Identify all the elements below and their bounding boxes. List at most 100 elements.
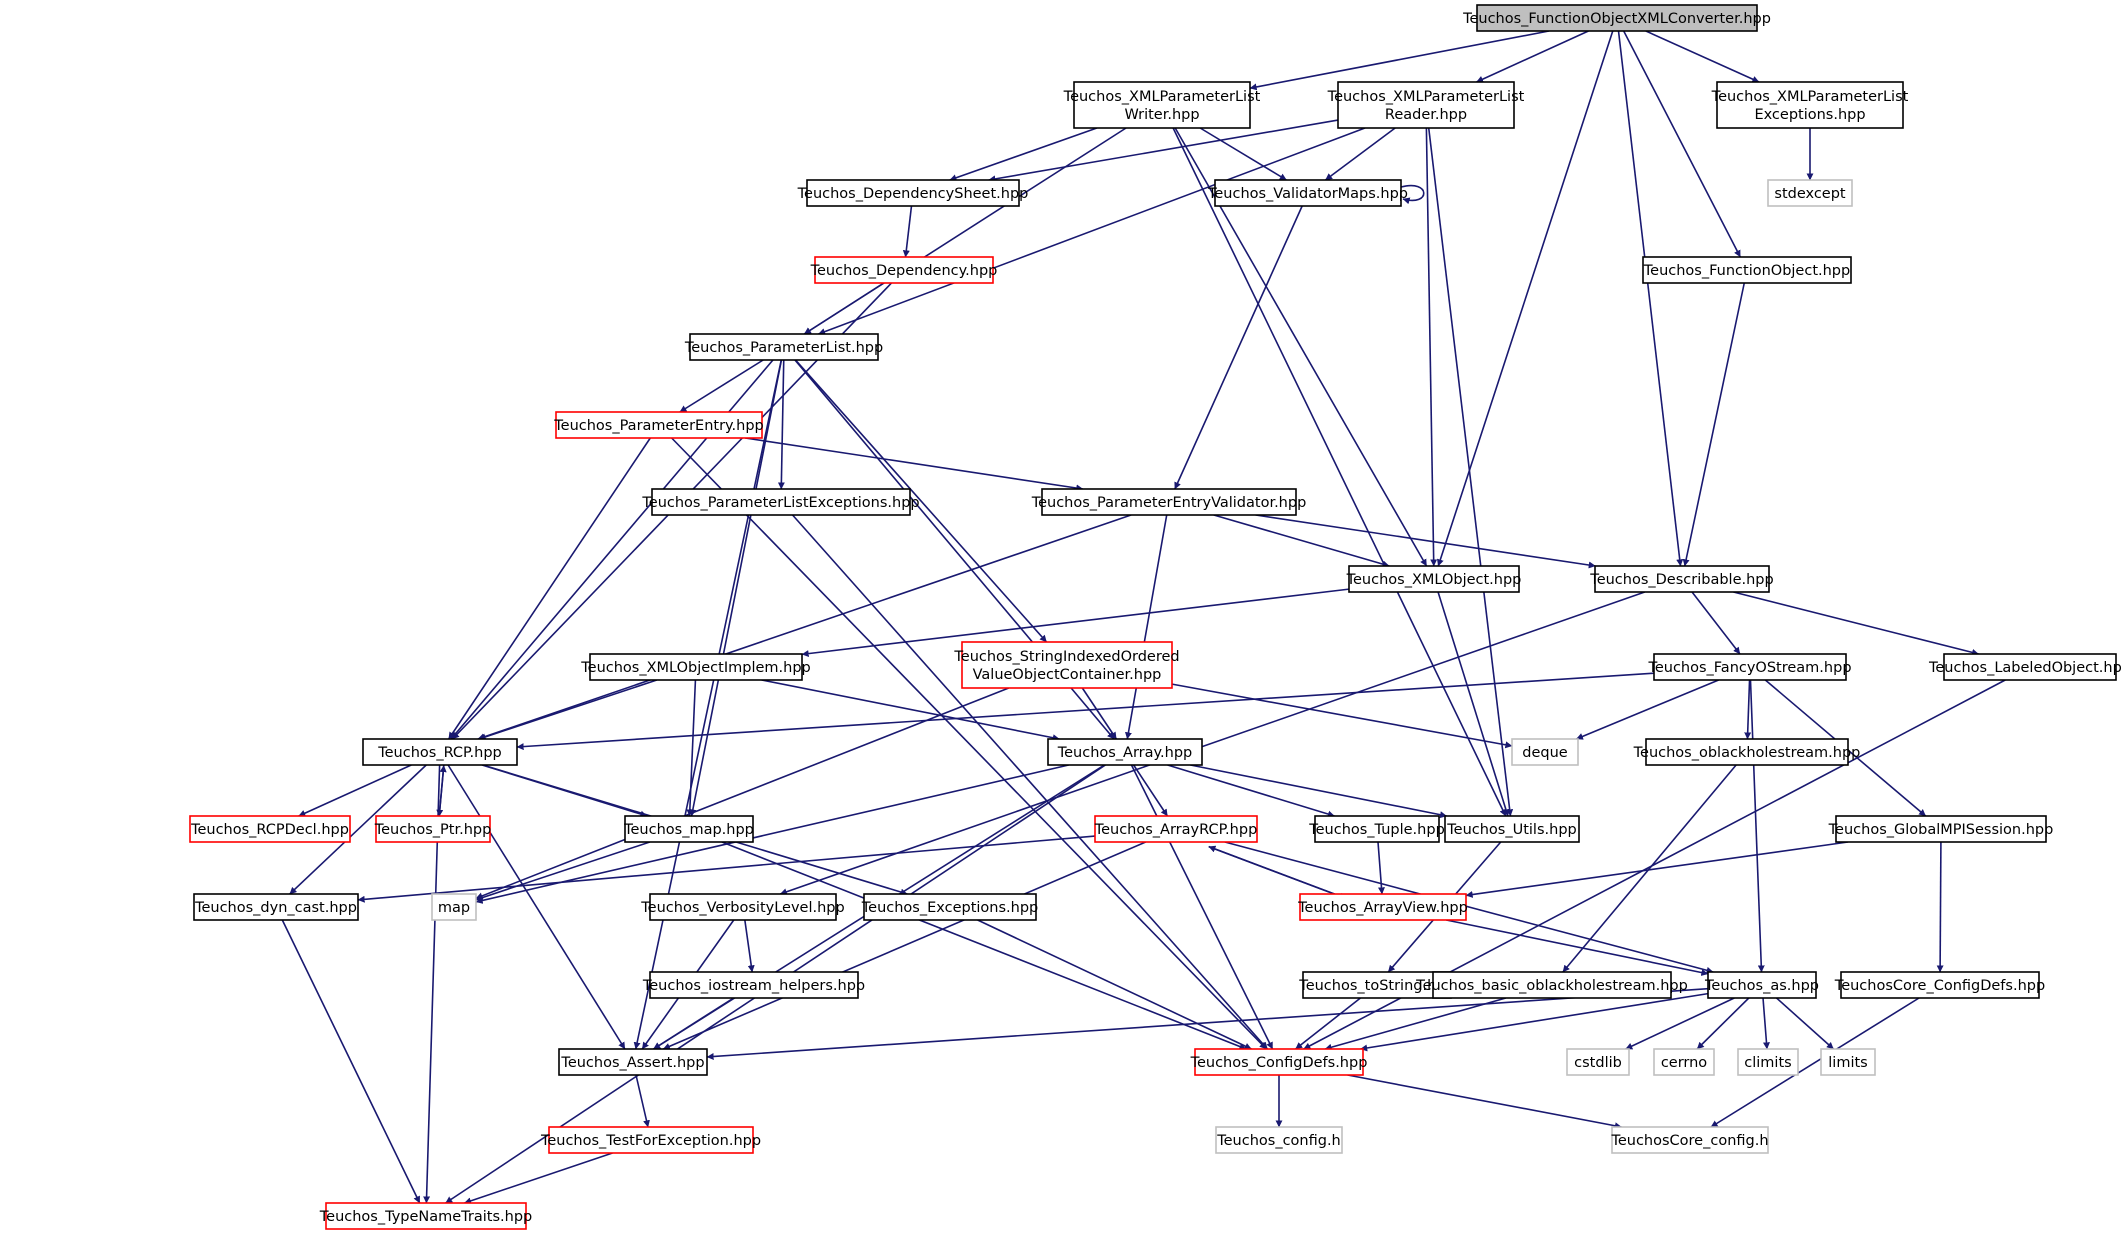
node-label-dyncast: Teuchos_dyn_cast.hpp	[194, 900, 357, 916]
edge-as-to-configdefs	[1360, 992, 1709, 1052]
node-xmlobject[interactable]: Teuchos_XMLObject.hpp	[1346, 565, 1522, 593]
node-box-as	[1707, 971, 1817, 999]
node-funcobj[interactable]: Teuchos_FunctionObject.hpp	[1642, 256, 1852, 284]
edge-as-to-assert	[706, 987, 1709, 1060]
node-pevalidator[interactable]: Teuchos_ParameterEntryValidator.hpp	[1031, 488, 1307, 516]
node-label-iostreamhelpers: Teuchos_iostream_helpers.hpp	[642, 978, 865, 994]
node-coreconfigdefs[interactable]: TeuchosCore_ConfigDefs.hpp	[1834, 971, 2045, 999]
node-basicoblack[interactable]: Teuchos_basic_oblackholestream.hpp	[1415, 971, 1688, 999]
node-fancyostream[interactable]: Teuchos_FancyOStream.hpp	[1647, 653, 1852, 681]
edge-pevalidator-to-rcp	[477, 514, 1132, 741]
edge-funcobj-to-describable	[1682, 282, 1746, 567]
node-label-as: Teuchos_as.hpp	[1704, 978, 1819, 994]
edge-as-to-cstdlib	[1625, 997, 1735, 1050]
edge-paramlist-to-stringindexed	[794, 359, 1048, 643]
edge-map_hpp-to-configdefs	[721, 841, 1247, 1050]
node-label-climits: climits	[1744, 1055, 1791, 1071]
edge-as-to-limits	[1775, 997, 1835, 1050]
edge-testforexc-to-typenametraits	[464, 1152, 613, 1205]
node-rcp[interactable]: Teuchos_RCP.hpp	[362, 738, 518, 766]
edge-arrayrcp-to-assert	[662, 841, 1147, 1050]
node-label-plreader: Teuchos_XMLParameterList	[1327, 89, 1525, 105]
node-array[interactable]: Teuchos_Array.hpp	[1047, 738, 1203, 766]
edge-exceptions-to-configdefs	[977, 919, 1252, 1050]
node-configdefs[interactable]: Teuchos_ConfigDefs.hpp	[1190, 1048, 1368, 1076]
node-describable[interactable]: Teuchos_Describable.hpp	[1589, 565, 1774, 593]
node-label-tuple: Teuchos_Tuple.hpp	[1308, 822, 1445, 838]
node-label-root: Teuchos_FunctionObjectXMLConverter.hpp	[1462, 11, 1771, 27]
edge-root-to-xmlobject	[1436, 30, 1614, 567]
node-root[interactable]: Teuchos_FunctionObjectXMLConverter.hpp	[1462, 4, 1771, 32]
node-arrayrcp[interactable]: Teuchos_ArrayRCP.hpp	[1094, 815, 1258, 843]
node-box-dependency	[814, 256, 994, 284]
edge-tostring-to-configdefs	[1295, 997, 1361, 1050]
node-dependency[interactable]: Teuchos_Dependency.hpp	[810, 256, 998, 284]
node-box-plexceptions	[651, 488, 911, 516]
node-label-deque: deque	[1522, 745, 1568, 761]
node-stringindexed[interactable]: Teuchos_StringIndexedOrderedValueObjectC…	[953, 641, 1180, 689]
edge-plwriter-to-depsheet	[949, 127, 1098, 182]
node-as[interactable]: Teuchos_as.hpp	[1704, 971, 1819, 999]
node-limits: limits	[1820, 1048, 1876, 1076]
node-paramlist[interactable]: Teuchos_ParameterList.hpp	[684, 333, 883, 361]
node-testforexc[interactable]: Teuchos_TestForException.hpp	[540, 1126, 761, 1154]
node-label-plexceptions: Teuchos_ParameterListExceptions.hpp	[641, 495, 919, 511]
node-label-utils: Teuchos_Utils.hpp	[1446, 822, 1576, 838]
node-box-paramlist	[689, 333, 879, 361]
node-label-basicoblack: Teuchos_basic_oblackholestream.hpp	[1415, 978, 1688, 994]
edge-describable-to-labeledobj	[1733, 591, 1979, 656]
node-box-root	[1476, 4, 1758, 32]
node-label-oblackhole: Teuchos_oblackholestream.hpp	[1633, 745, 1861, 761]
edge-root-to-plwriter	[1249, 30, 1550, 91]
node-oblackhole[interactable]: Teuchos_oblackholestream.hpp	[1633, 738, 1861, 766]
node-box-deque	[1511, 738, 1579, 766]
node-assert[interactable]: Teuchos_Assert.hpp	[558, 1048, 708, 1076]
node-map_hpp[interactable]: Teuchos_map.hpp	[623, 815, 754, 843]
edge-rcp-to-rcpdecl	[298, 764, 412, 817]
node-utils[interactable]: Teuchos_Utils.hpp	[1444, 815, 1580, 843]
node-label-xmlobjimpl: Teuchos_XMLObjectImplem.hpp	[580, 660, 810, 676]
node-verbosity[interactable]: Teuchos_VerbosityLevel.hpp	[640, 893, 845, 921]
dependency-edges	[281, 30, 2006, 1205]
node-label-depsheet: Teuchos_DependencySheet.hpp	[797, 186, 1029, 202]
node-box-labeledobj	[1943, 653, 2117, 681]
edge-plreader-to-paramlist	[818, 127, 1366, 335]
node-label-stringindexed: ValueObjectContainer.hpp	[973, 667, 1162, 683]
node-depsheet[interactable]: Teuchos_DependencySheet.hpp	[797, 179, 1029, 207]
node-ptr[interactable]: Teuchos_Ptr.hpp	[374, 815, 492, 843]
node-paramentry[interactable]: Teuchos_ParameterEntry.hpp	[553, 411, 764, 439]
node-plexceptions[interactable]: Teuchos_ParameterListExceptions.hpp	[641, 488, 920, 516]
edge-arrayview-to-arrayrcp	[1208, 845, 1348, 900]
node-valmaps[interactable]: Teuchos_ValidatorMaps.hpp	[1207, 179, 1408, 207]
edge-array-to-utils	[1190, 764, 1448, 819]
node-label-valmaps: Teuchos_ValidatorMaps.hpp	[1207, 186, 1408, 202]
node-box-plreader	[1337, 81, 1515, 129]
edge-arrayrcp-to-as	[1224, 841, 1714, 974]
node-tuple[interactable]: Teuchos_Tuple.hpp	[1308, 815, 1445, 843]
node-iostreamhelpers[interactable]: Teuchos_iostream_helpers.hpp	[642, 971, 865, 999]
edge-globalmpi-to-coreconfigdefs	[1936, 841, 1944, 973]
node-box-cerrno	[1653, 1048, 1715, 1076]
node-box-xmlobjimpl	[589, 653, 803, 681]
node-labeledobj[interactable]: Teuchos_LabeledObject.hpp	[1928, 653, 2121, 681]
edge-globalmpi-to-arrayview	[1465, 841, 1849, 898]
node-typenametraits[interactable]: Teuchos_TypeNameTraits.hpp	[319, 1202, 532, 1230]
edge-root-to-describable	[1617, 30, 1684, 567]
edge-xmlobjimpl-to-array	[761, 679, 1060, 742]
node-xmlobjimpl[interactable]: Teuchos_XMLObjectImplem.hpp	[580, 653, 811, 681]
node-label-pevalidator: Teuchos_ParameterEntryValidator.hpp	[1031, 495, 1307, 511]
edge-ptr-to-rcp	[438, 765, 447, 817]
node-label-cstdlib: cstdlib	[1574, 1055, 1622, 1071]
edge-arrayrcp-to-dyncast	[357, 835, 1096, 903]
node-cstdlib: cstdlib	[1566, 1048, 1630, 1076]
node-rcpdecl[interactable]: Teuchos_RCPDecl.hpp	[189, 815, 351, 843]
node-dyncast[interactable]: Teuchos_dyn_cast.hpp	[193, 893, 359, 921]
node-exceptions[interactable]: Teuchos_Exceptions.hpp	[861, 893, 1038, 921]
node-arrayview[interactable]: Teuchos_ArrayView.hpp	[1297, 893, 1468, 921]
node-label-paramentry: Teuchos_ParameterEntry.hpp	[553, 418, 764, 434]
node-globalmpi[interactable]: Teuchos_GlobalMPISession.hpp	[1828, 815, 2054, 843]
edge-plreader-to-valmaps	[1324, 127, 1396, 181]
